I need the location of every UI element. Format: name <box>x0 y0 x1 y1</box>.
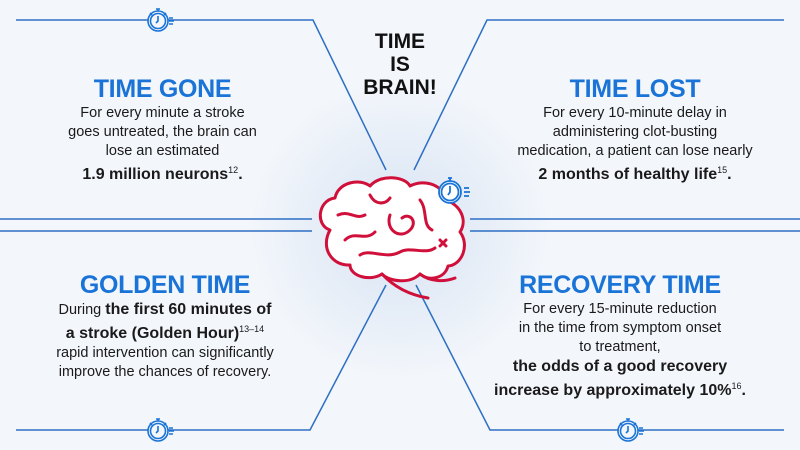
text-line: in the time from symptom onset <box>518 320 722 336</box>
center-title: TIME IS BRAIN! <box>350 30 450 99</box>
highlight: the first 60 minutes of <box>105 301 272 318</box>
time-gone-title: TIME GONE <box>93 75 232 103</box>
highlight-line: 2 months of healthy life15. <box>505 161 765 185</box>
stopwatch-icon <box>147 418 174 442</box>
golden-time-title: GOLDEN TIME <box>79 271 251 299</box>
text-line: For every minute a stroke <box>80 105 245 121</box>
stopwatch-icon <box>617 418 644 442</box>
text-line: For every 15-minute reduction <box>523 301 717 317</box>
center-title-line: TIME <box>374 30 426 53</box>
highlight: the odds of a good recovery <box>512 358 728 375</box>
highlight: a stroke (Golden Hour) <box>65 324 240 342</box>
text-line: to treatment, <box>579 339 661 355</box>
highlight-line: the odds of a good recovery <box>470 357 770 377</box>
punctuation: . <box>238 165 243 183</box>
citation: 12 <box>228 165 239 175</box>
citation: 13–14 <box>239 324 265 334</box>
time-gone-block: TIME GONE For every minute a stroke goes… <box>50 74 275 185</box>
citation: 15 <box>717 165 728 175</box>
text-line: administering clot-busting <box>552 124 718 140</box>
highlight-line: 1.9 million neurons12. <box>50 161 275 185</box>
highlight-line: increase by approximately 10%16. <box>470 377 770 401</box>
citation: 16 <box>731 381 742 391</box>
recovery-time-block: RECOVERY TIME For every 15-minute reduct… <box>470 270 770 401</box>
text-line: a stroke (Golden Hour)13–14 <box>40 320 290 344</box>
time-lost-block: TIME LOST For every 10-minute delay in a… <box>505 74 765 185</box>
text-line: improve the chances of recovery. <box>58 363 272 380</box>
time-lost-title: TIME LOST <box>569 75 701 103</box>
text-line: rapid intervention can significantly <box>56 344 274 361</box>
center-title-line: IS <box>390 53 410 76</box>
text-line: goes untreated, the brain can <box>68 124 257 140</box>
text-line: medication, a patient can lose nearly <box>517 143 753 159</box>
text: During <box>58 302 106 318</box>
text-line: During the first 60 minutes of <box>40 300 290 320</box>
brain-icon <box>319 176 470 300</box>
punctuation: . <box>727 165 732 183</box>
recovery-time-title: RECOVERY TIME <box>519 271 721 299</box>
golden-time-block: GOLDEN TIME During the first 60 minutes … <box>40 270 290 382</box>
text-line: For every 10-minute delay in <box>543 105 727 121</box>
stopwatch-icon <box>147 8 174 32</box>
highlight: increase by approximately 10% <box>494 381 732 399</box>
highlight: 2 months of healthy life <box>538 165 718 183</box>
text-line: lose an estimated <box>105 143 220 159</box>
punctuation: . <box>741 381 746 399</box>
highlight: 1.9 million neurons <box>82 165 229 183</box>
center-title-line: BRAIN! <box>363 76 437 99</box>
